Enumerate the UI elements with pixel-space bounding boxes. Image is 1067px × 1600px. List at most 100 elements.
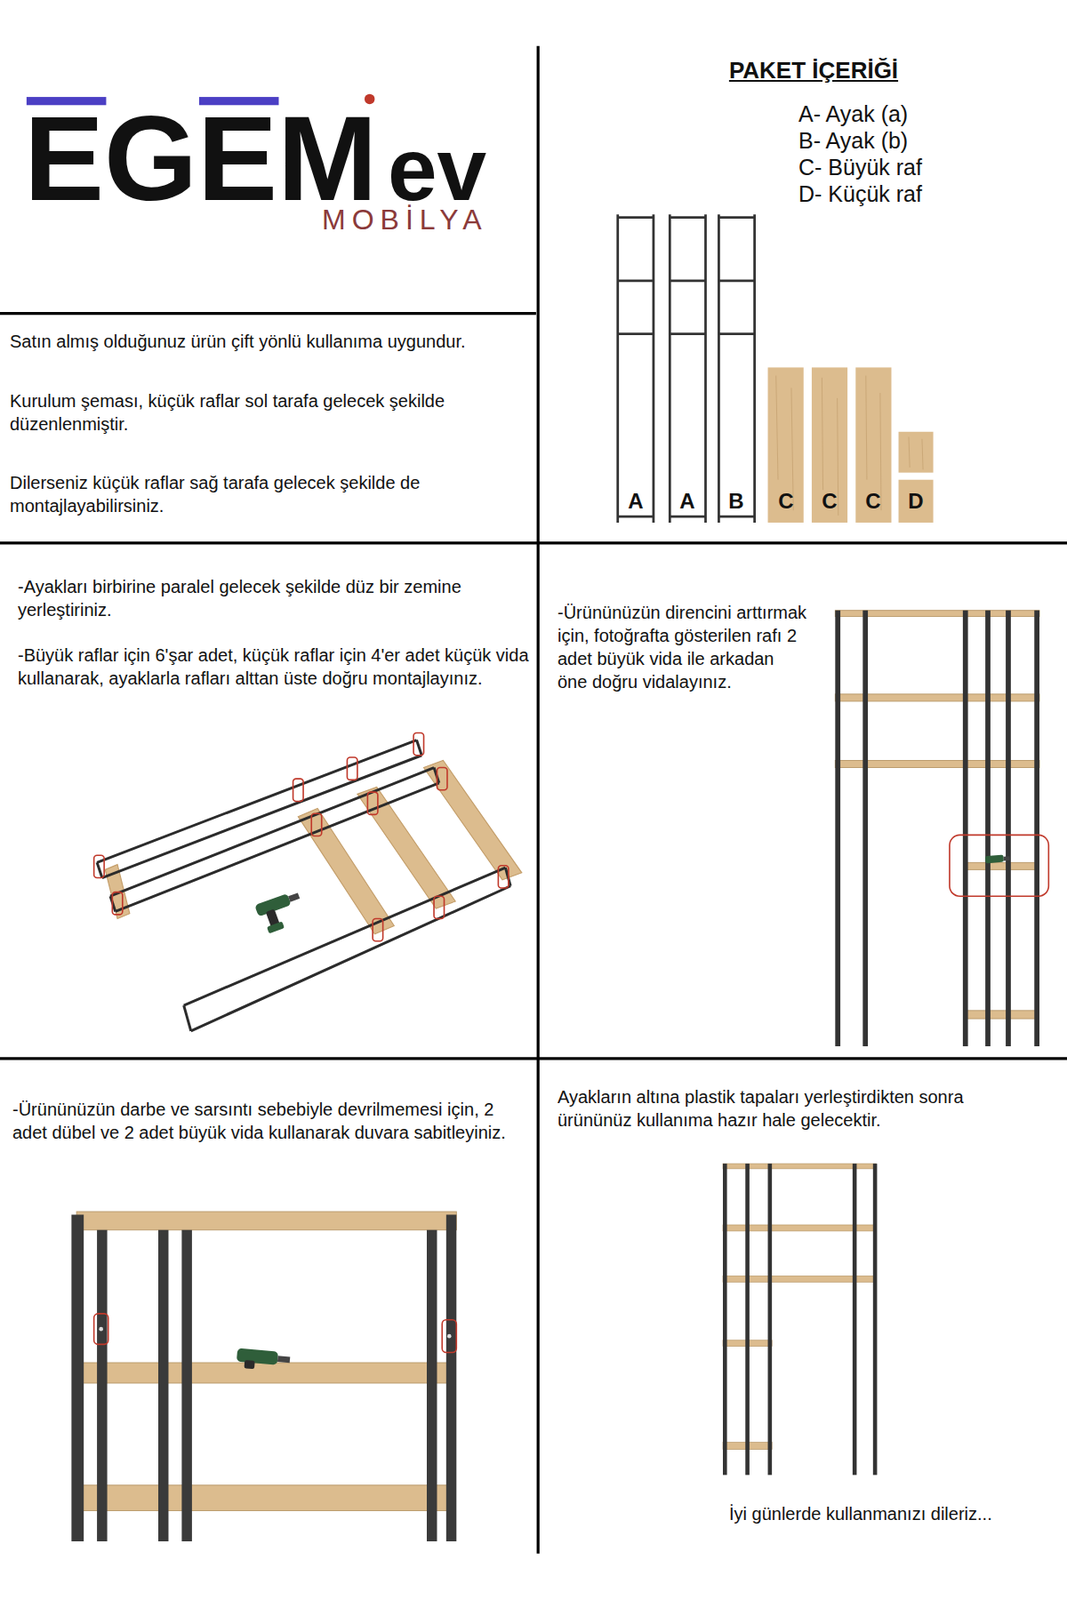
part-letter: A	[620, 487, 651, 515]
wood-board-part	[855, 367, 891, 523]
leg-frame-part	[669, 515, 706, 519]
shelf-board-part	[964, 1010, 1036, 1019]
shelf-post-part	[446, 1215, 457, 1542]
leg-rail-part	[96, 740, 417, 864]
leg-rail-part	[191, 886, 511, 1032]
leg-frame-part	[669, 332, 706, 336]
leg-rail-part	[96, 862, 103, 878]
shelf-post-part	[834, 610, 841, 1047]
drill-part	[243, 1360, 255, 1370]
shelf-post-part	[426, 1230, 437, 1542]
leg-frame-part	[718, 332, 755, 336]
wood-grain-part	[866, 376, 867, 481]
panel-divider-part	[537, 46, 540, 1555]
drill-part	[277, 1355, 290, 1364]
shelf-post-part	[1034, 610, 1040, 1047]
leg-frame-part	[704, 214, 707, 523]
shelf-board-part	[964, 862, 1036, 870]
leg-frame-part	[617, 216, 654, 219]
leg-frame-part	[669, 279, 706, 282]
part-letter: C	[858, 487, 889, 515]
wall-screw-callout-part	[447, 1334, 452, 1340]
drill-part	[266, 921, 285, 934]
wood-grain-part	[821, 377, 823, 490]
info-note: Kurulum şeması, küçük raflar sol tarafa …	[9, 389, 530, 436]
leg-frame	[617, 214, 755, 523]
logo-text: EGEM	[24, 98, 398, 219]
info-note: Satın almış olduğunuz ürün çift yönlü ku…	[9, 329, 535, 353]
leg-frame-part	[669, 216, 706, 219]
illustration-layer-part	[0, 46, 1067, 1555]
wall-screw-callout	[94, 1314, 458, 1354]
parts-list-item: B- Ayak (b)	[798, 126, 1057, 156]
logo-text: ev	[387, 124, 504, 214]
screw-callout	[94, 733, 509, 942]
shelf-board-part	[81, 1363, 450, 1384]
screw-callout-part	[112, 892, 122, 915]
part-letter: D	[900, 487, 931, 515]
shelf-post	[71, 1215, 457, 1542]
shelf-post-part	[158, 1230, 169, 1542]
part-letter: A	[672, 487, 703, 515]
shelf-post-part	[985, 610, 991, 1047]
leg-rail-part	[184, 1005, 192, 1032]
screw-callout-part	[413, 733, 424, 756]
screw-callout-part	[433, 896, 444, 919]
leg-frame-part	[616, 214, 619, 523]
wood-board-part	[898, 480, 934, 523]
part-letter: C	[770, 487, 802, 515]
wood-board-part	[811, 367, 848, 523]
shelf-post-part	[1005, 610, 1011, 1047]
wood-board-part	[768, 367, 804, 523]
leg-rail-part	[417, 740, 423, 756]
drill-part	[288, 892, 300, 902]
shelf-board-part	[81, 1485, 450, 1512]
shelf-post-part	[722, 1163, 728, 1476]
info-note: Dilerseniz küçük raflar sağ tarafa gelec…	[9, 471, 530, 518]
assembly-boards-part	[357, 786, 456, 909]
highlight-callout	[949, 834, 1049, 897]
wood-grain	[776, 376, 923, 516]
shelf-post	[722, 1163, 877, 1476]
leg-frame-part	[668, 214, 672, 523]
instruction-step: -Ayakları birbirine paralel gelecek şeki…	[17, 575, 530, 622]
parts-list-item: C- Büyük raf	[798, 152, 1057, 183]
shelf-post	[834, 610, 1040, 1047]
shelf-post-part	[852, 1163, 858, 1476]
shelf-post-part	[862, 610, 868, 1047]
leg-frame-part	[718, 279, 755, 282]
shelf-post-part	[745, 1163, 750, 1476]
shelf-board	[76, 1211, 457, 1511]
panel-divider-part	[0, 541, 1067, 545]
leg-frame-part	[753, 214, 756, 523]
wall-screw-callout-part	[441, 1320, 457, 1354]
wall-screw-callout-part	[94, 1314, 109, 1345]
instruction-step: -Ürününüzün direncini arttırmak için, fo…	[557, 601, 809, 694]
logo-subtitle: MOBİLYA	[321, 200, 518, 239]
leg-frame-part	[718, 515, 755, 519]
screw-callout-part	[293, 778, 304, 802]
wood-grain-part	[776, 376, 779, 481]
shelf-board-part	[76, 1211, 457, 1231]
panel-divider-part	[0, 1057, 1067, 1060]
panel-divider-part	[0, 312, 537, 315]
leg-frame-part	[617, 279, 654, 282]
leg-frame-part	[717, 214, 721, 523]
leg-rail-part	[115, 783, 440, 913]
wood-board-part	[898, 432, 934, 474]
leg-rail-part	[102, 755, 422, 879]
screw-callout-part	[311, 813, 321, 836]
wood-grain-part	[908, 436, 910, 467]
parts-list-item: A- Ayak (a)	[798, 99, 1057, 129]
wall-screw-callout-part	[98, 1327, 104, 1332]
parts-list-item: D- Küçük raf	[798, 179, 1057, 209]
panel-divider	[0, 46, 1067, 1555]
screw-callout-part	[346, 757, 357, 780]
part-letter: C	[814, 487, 845, 515]
drill	[254, 890, 308, 936]
part-letter: B	[721, 487, 752, 515]
screw-callout-part	[367, 792, 378, 815]
assembly-boards-part	[424, 761, 522, 881]
section-heading: PAKET İÇERİĞİ	[693, 55, 934, 86]
